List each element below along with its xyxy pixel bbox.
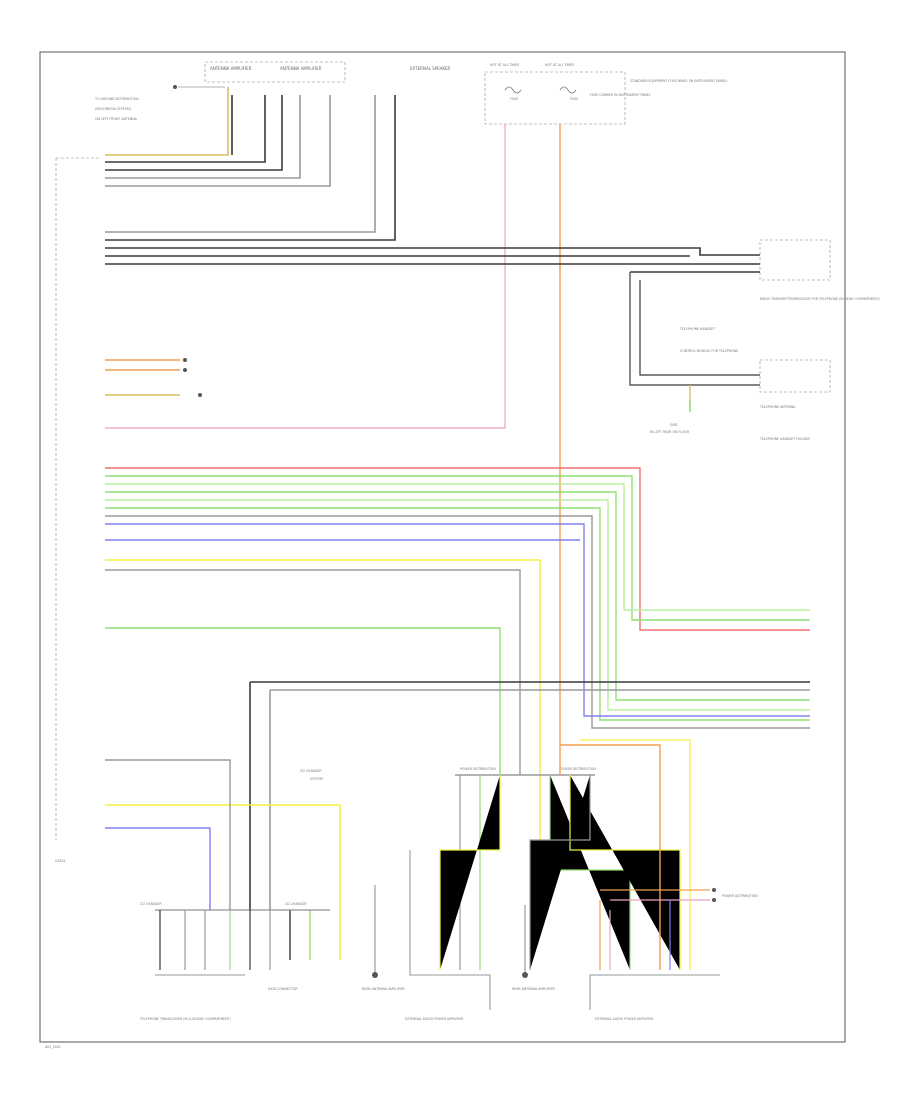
fuse-a-label: FUSE [510,97,518,101]
top-block-label-3: EXTERNAL SPEAKER [410,66,451,71]
fuse-panel-outline [484,71,626,125]
right-block-1: RADIO TRANSMITTER/RECEIVER FOR TELEPHONE… [760,297,880,301]
cd-changer-sub: SYSTEM [310,777,323,781]
telephone-transceiver: CD CHANGER CD CHANGER TELEPHONE TRANSCEI… [139,902,330,1021]
right-module-1-outline [759,239,831,281]
top-left-wires [105,87,396,241]
bottom-label-6: EXTERNAL AUDIO POWER AMPLIFIER [595,1017,654,1021]
right-ground-label: GND [670,423,678,427]
wire-yellow-amp [580,739,691,970]
mid-connector-1: POWER DISTRIBUTION [460,767,496,771]
bottom-label-4: EXTERNAL AUDIO POWER AMPLIFIER [405,1017,464,1021]
top-left-components: ANTENNA AMPLIFIER ANTENNA AMPLIFIER EXTE… [94,61,451,121]
left-ground-label: TO GROUND DISTRIBUTION [94,97,139,101]
right-side-2: TELEPHONE HANDSET HOLDER [759,437,811,441]
right-ground-sub: IN LEFT REAR ON FLOOR [650,430,690,434]
bottom-label-3: REAR ANTENNA AMPLIFIER [362,987,405,991]
right-telephone-modules: RADIO TRANSMITTER/RECEIVER FOR TELEPHONE… [629,239,880,441]
fuse-b-label: FUSE [570,97,578,101]
top-block-outline [204,61,346,83]
right-module-2-outline [759,359,831,393]
bottom-label-2: DATA CONNECTOR [268,987,298,991]
cd-conn-1: CD CHANGER [140,902,162,906]
left-sub-label: ON LEFT FRONT ANTENNA [95,117,138,121]
bottom-label-5: REAR ANTENNA AMPLIFIER [512,987,555,991]
footer-code: A03_0001 [45,1045,61,1049]
top-block-label-2: ANTENNA AMPLIFIER [280,66,322,71]
external-audio-amp-1: EXTERNAL AUDIO POWER AMPLIFIER [405,850,491,1021]
bottom-label-1: TELEPHONE TRANSCEIVER (IN LUGGAGE COMPAR… [139,1017,231,1021]
fuse-label-1: HOT AT ALL TIMES [490,63,519,67]
cd-changer-label: CD CHANGER [300,769,322,773]
right-block-3: CONTROL MODULE FOR TELEPHONE [680,349,738,353]
right-block-2: TELEPHONE HANDSET [679,327,715,331]
power-distribution: POWER DISTRIBUTION POWER DISTRIBUTION [439,745,681,970]
yellow-wires [105,559,541,905]
main-bus [105,247,760,265]
rear-antenna-amp-1: REAR ANTENNA AMPLIFIER [362,885,405,991]
footer-left-label: G4S01 [55,859,66,863]
mid-connector-2: POWER DISTRIBUTION [560,767,596,771]
fuse-label-2: HOT AT ALL TIMES [545,63,574,67]
right-power-label: POWER DISTRIBUTION [722,894,758,898]
diagram-frame [39,51,846,1043]
rear-antenna-amp-2: REAR ANTENNA AMPLIFIER [512,905,555,991]
external-audio-amp-2: EXTERNAL AUDIO POWER AMPLIFIER [589,900,720,1021]
left-mid-stubs [105,358,202,397]
top-block-label-1: ANTENNA AMPLIFIER [210,66,252,71]
right-side-1: TELEPHONE ANTENNA [759,405,796,409]
wire-orange-amp [560,744,661,970]
connector-dot [173,85,177,89]
fuse-panel: HOT AT ALL TIMES HOT AT ALL TIMES STANDA… [484,63,728,125]
lower-bus [249,681,810,910]
cd-conn-2: CD CHANGER [285,902,307,906]
colored-wire-group [105,467,810,729]
fuse-note: FUSE CARRIER IN INSTRUMENT PANEL [590,93,651,97]
fuse-symbol-b [559,86,577,94]
wire-red-fuse [105,124,506,429]
fuse-symbol-a [504,86,522,94]
fuse-block-label: STANDARD EQUIPMENT FUSE PANEL (IN INSTRU… [630,79,728,83]
left-note-label: (MULTIMEDIA SYSTEM) [95,107,131,111]
lower-left-wires [105,759,341,960]
